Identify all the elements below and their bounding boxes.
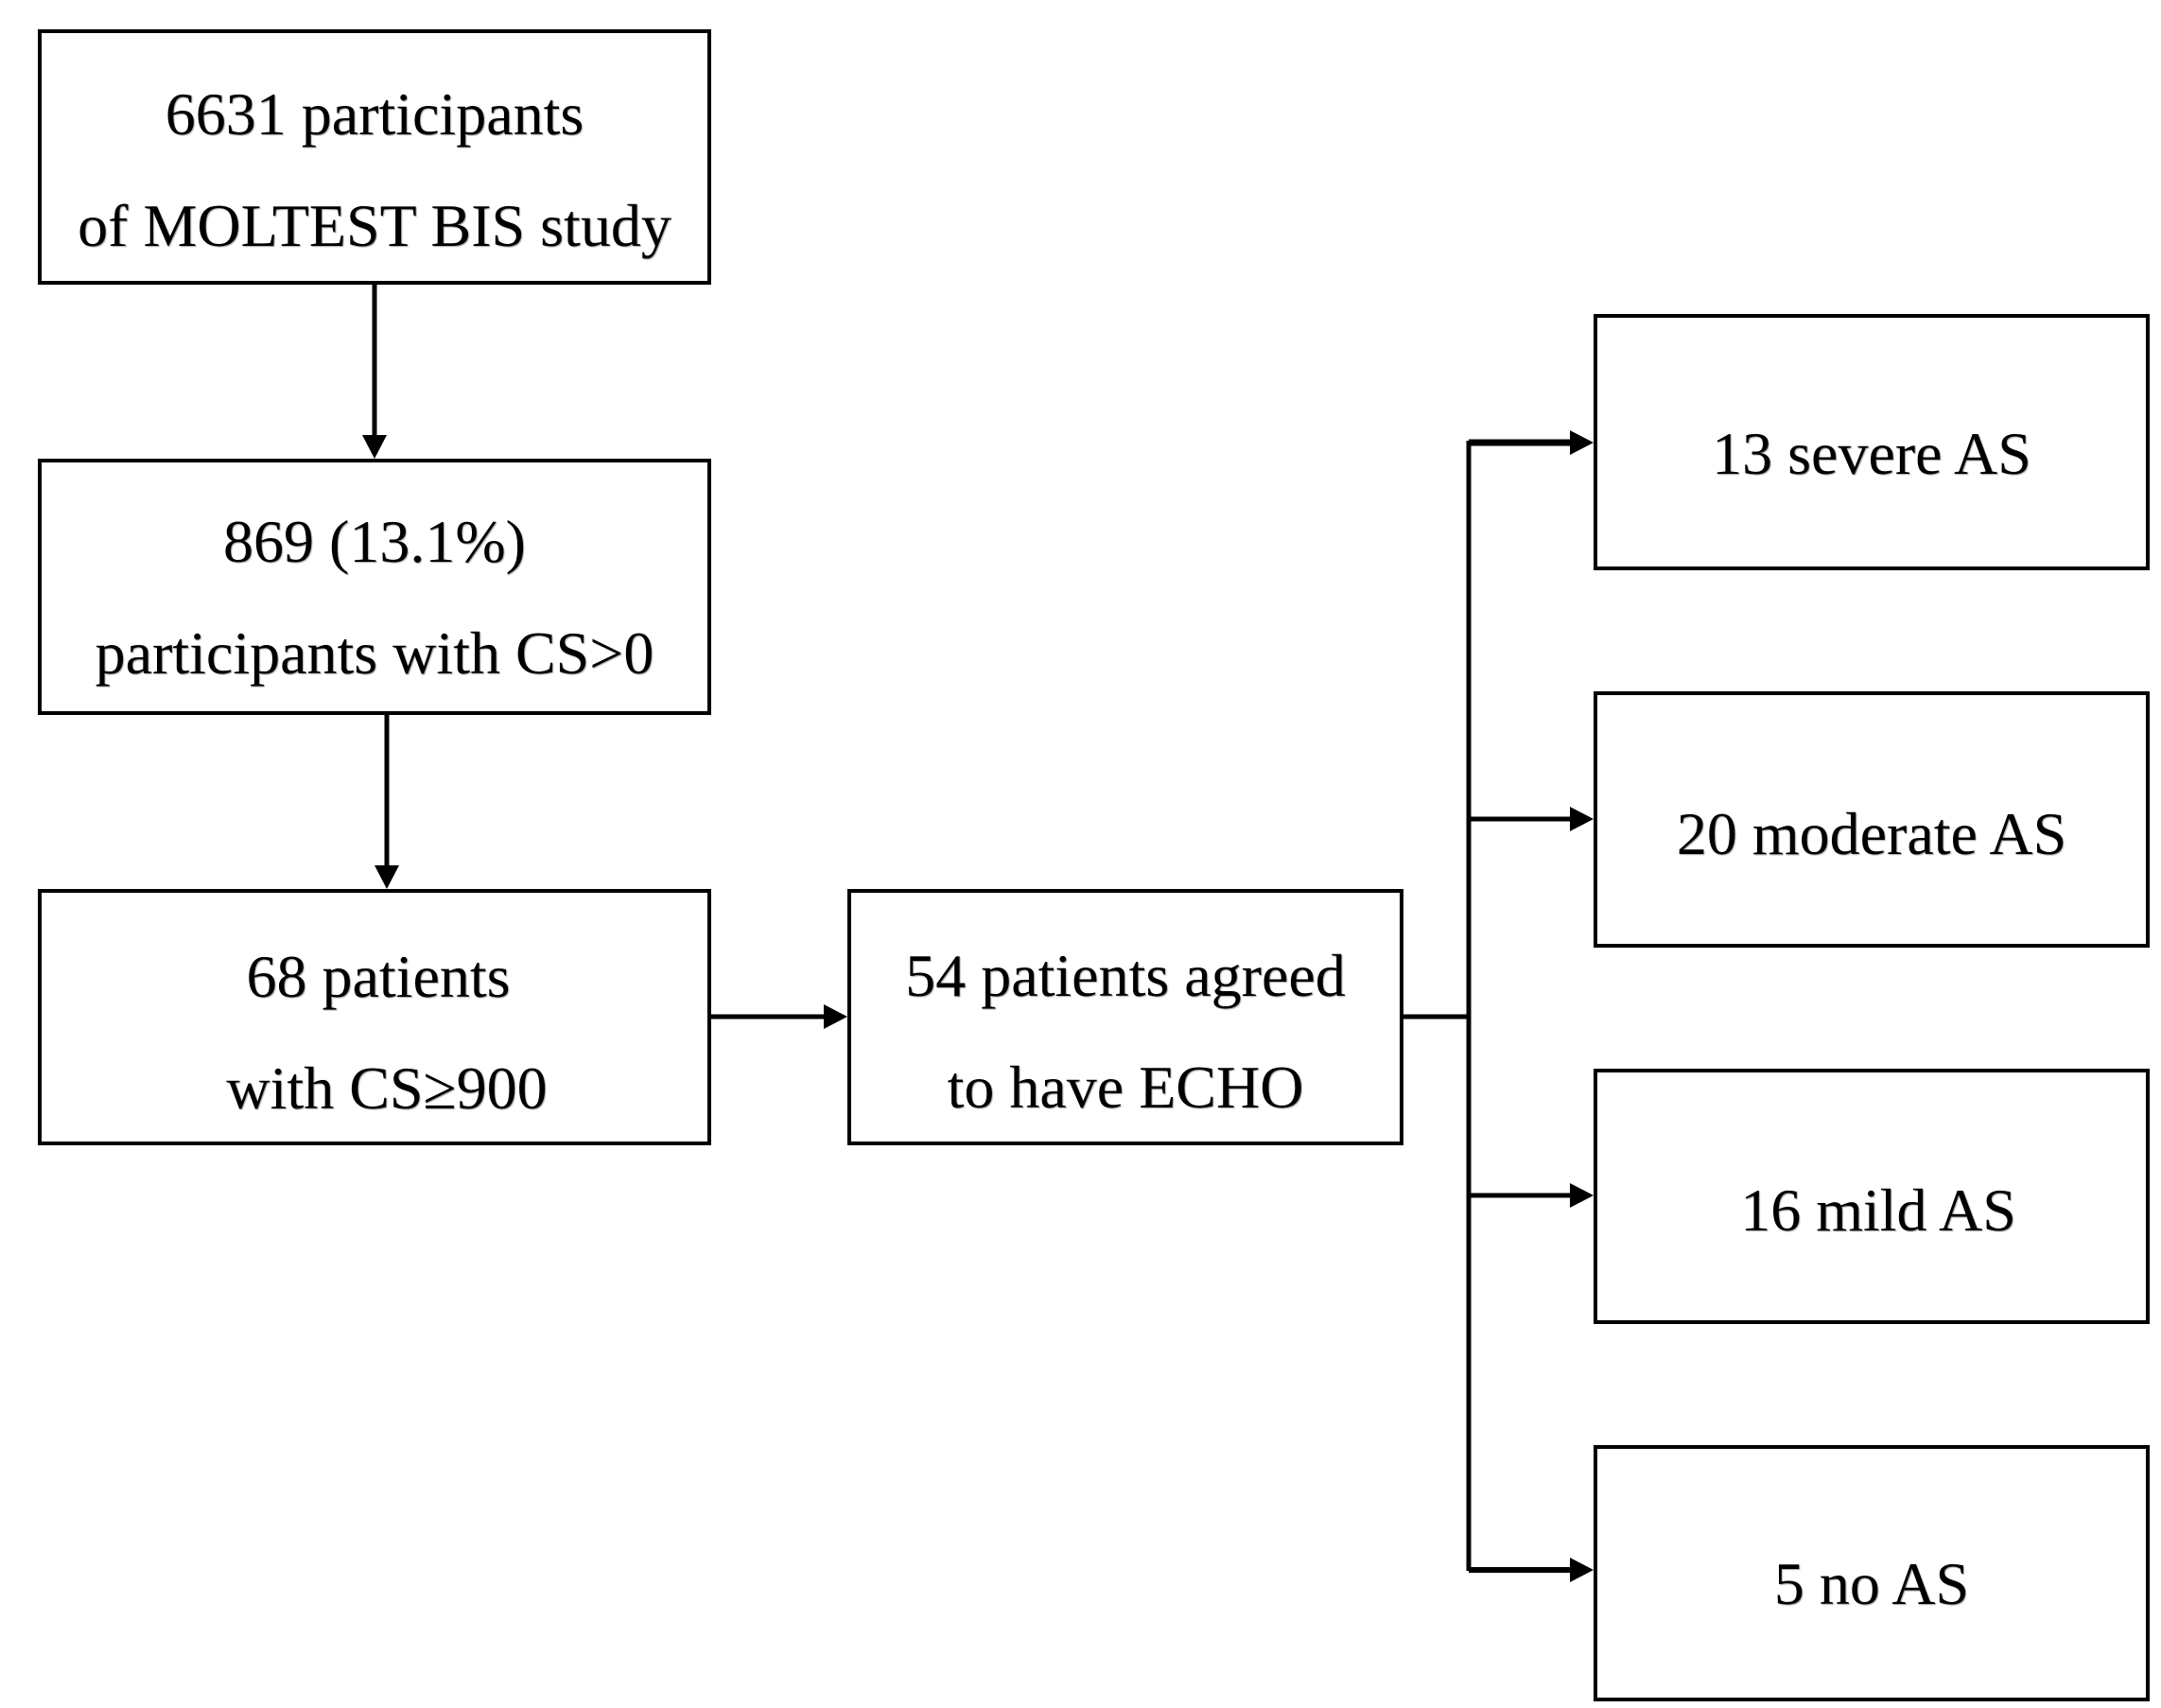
no-as-box: 5 no AS — [1594, 1445, 2150, 1701]
moderate-as-box: 20 moderate AS — [1594, 691, 2150, 948]
participants-count-label: 6631 participants — [165, 80, 584, 148]
arrowhead-right-icon — [1570, 1183, 1594, 1208]
echo-box: 54 patients agreed to have ECHO — [847, 889, 1403, 1145]
study-name-label: of MOLTEST BIS study — [78, 192, 671, 259]
arrowhead-down-icon — [375, 865, 399, 889]
moderate-as-label: 20 moderate AS — [1676, 800, 2067, 867]
cs-positive-description-label: participants with CS>0 — [95, 619, 654, 687]
cs-positive-box: 869 (13.1%) participants with CS>0 — [38, 459, 711, 715]
mild-as-label: 16 mild AS — [1740, 1176, 2016, 1244]
cs-900-count-label: 68 patients — [246, 943, 511, 1010]
echo-count-label: 54 patients agreed — [905, 942, 1346, 1009]
cs-900-description-label: with CS≥900 — [226, 1054, 548, 1122]
arrowhead-right-icon — [1570, 807, 1594, 831]
cs-900-box: 68 patients with CS≥900 — [38, 889, 711, 1145]
arrowhead-down-icon — [362, 435, 387, 459]
arrowhead-right-icon — [824, 1004, 847, 1029]
arrowhead-right-icon — [1570, 430, 1594, 455]
arrowhead-right-icon — [1570, 1558, 1594, 1582]
cs-positive-count-label: 869 (13.1%) — [223, 508, 526, 575]
echo-description-label: to have ECHO — [947, 1054, 1304, 1121]
severe-as-box: 13 severe AS — [1594, 314, 2150, 570]
no-as-label: 5 no AS — [1773, 1550, 1970, 1617]
participants-box: 6631 participants of MOLTEST BIS study — [38, 29, 711, 285]
severe-as-label: 13 severe AS — [1712, 420, 2031, 487]
mild-as-box: 16 mild AS — [1594, 1069, 2150, 1324]
